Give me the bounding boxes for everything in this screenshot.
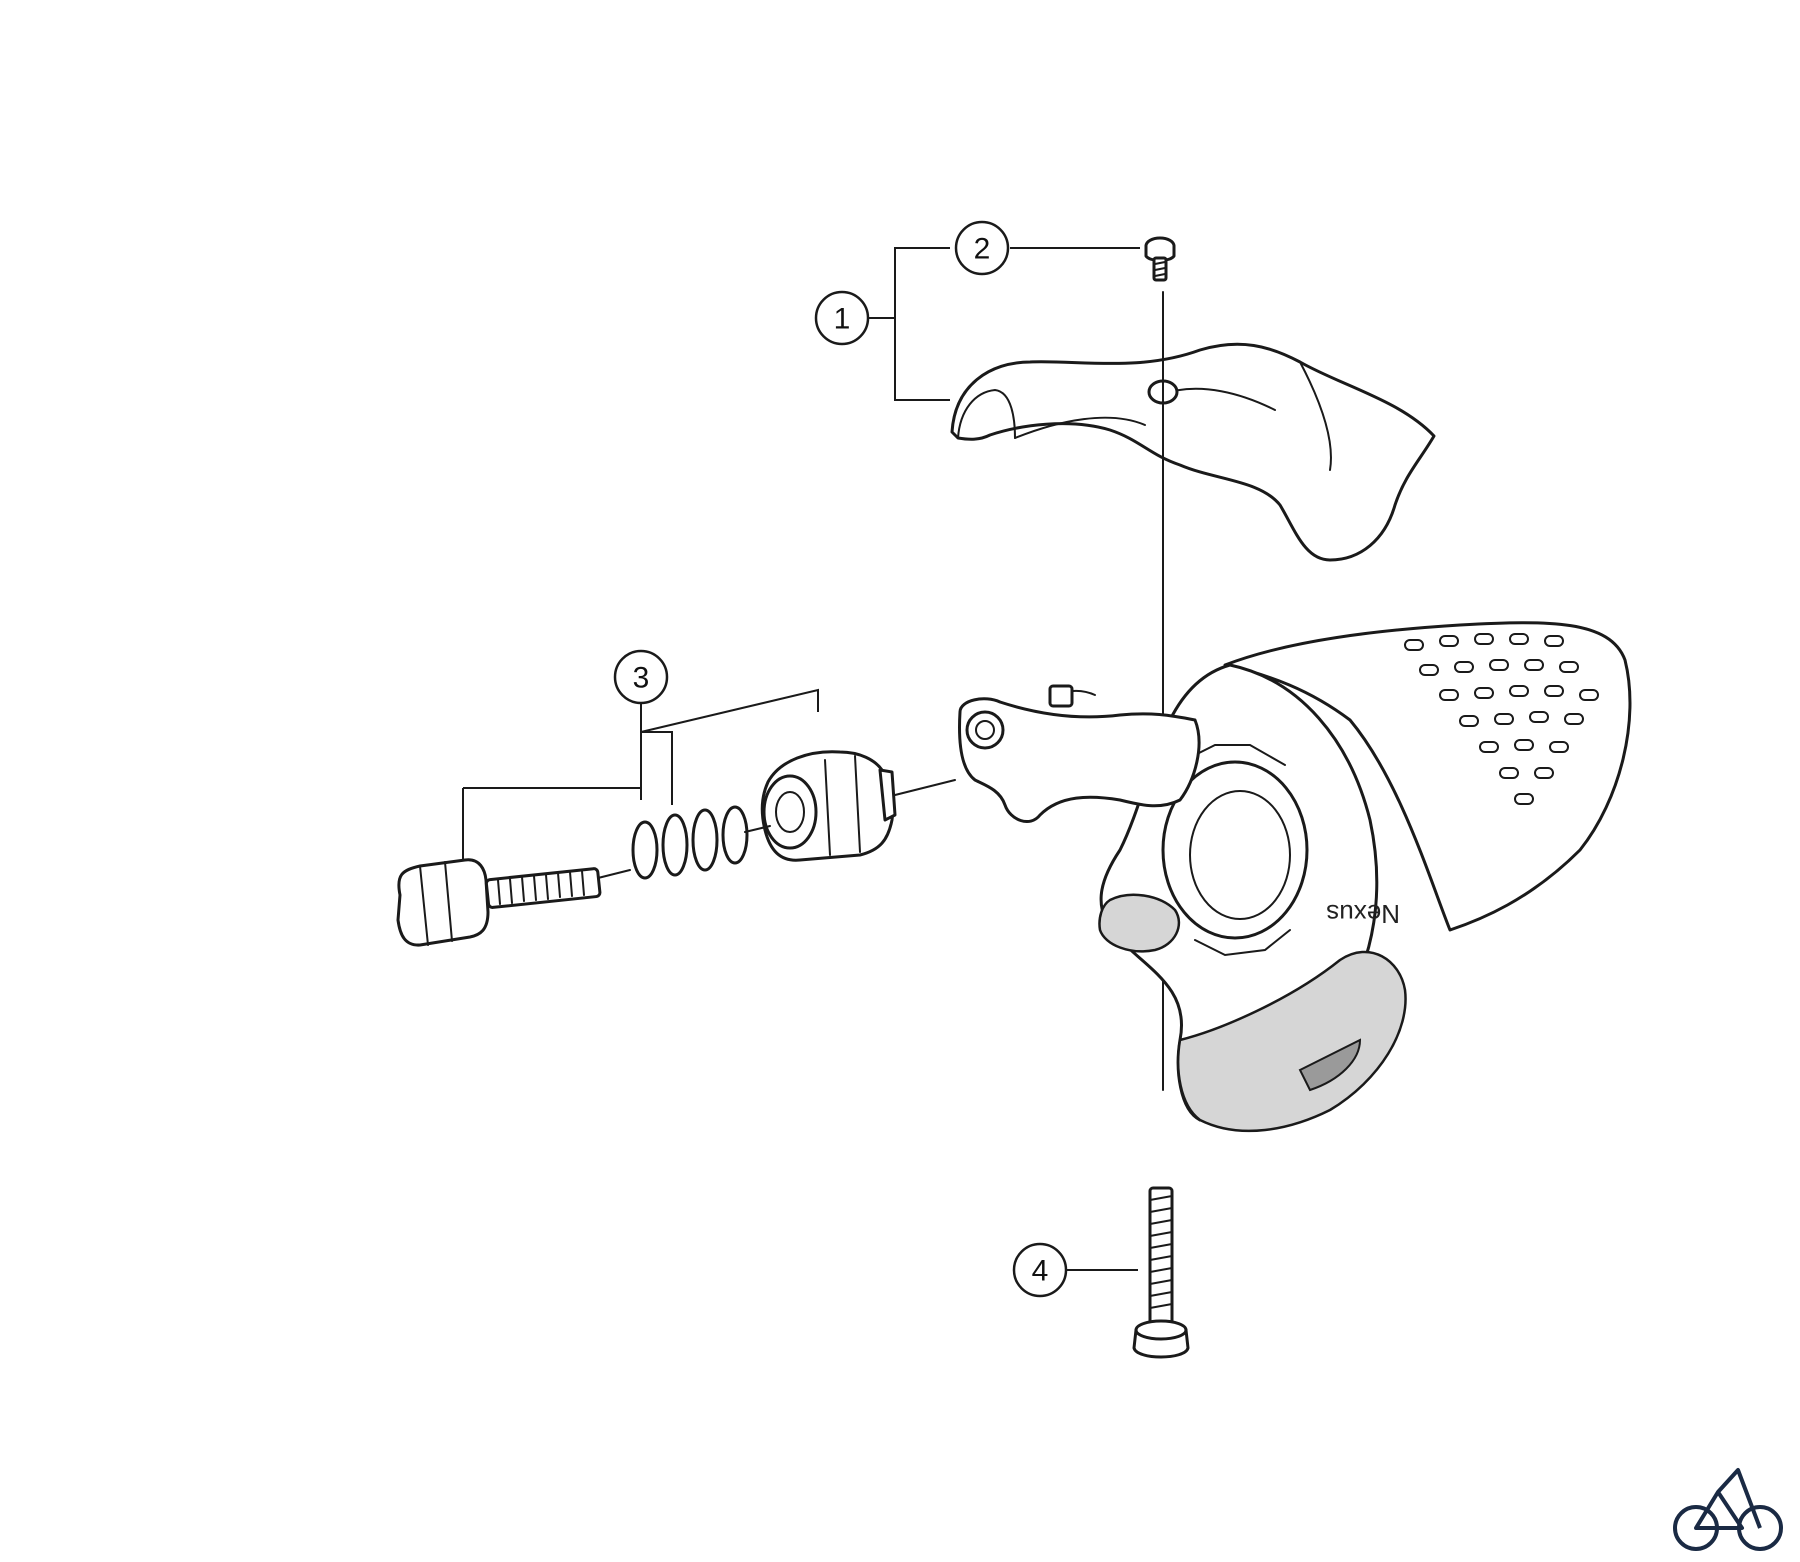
- callout-4: 4: [1012, 1242, 1068, 1298]
- bicycle-icon: [1673, 1468, 1783, 1551]
- grip-texture: [1404, 633, 1599, 805]
- adjuster-axis-line: [597, 779, 956, 879]
- callout-1-number: 1: [834, 303, 851, 336]
- cover-part: [950, 342, 1436, 562]
- callout-leaders: [462, 247, 1140, 1271]
- brand-label: Nexus: [1326, 899, 1400, 929]
- callout-3-number: 3: [633, 662, 650, 695]
- callout-4-number: 4: [1032, 1255, 1049, 1288]
- callout-2: 2: [954, 220, 1010, 276]
- barrel-adjuster-part: [760, 750, 897, 862]
- shifter-body-part: Nexus: [958, 621, 1632, 1133]
- cable-adjuster-set: [396, 750, 956, 947]
- cover-screw-part: [1144, 236, 1176, 282]
- spring-part: [631, 805, 749, 880]
- callout-1: 1: [814, 290, 870, 346]
- callout-2-number: 2: [974, 233, 991, 266]
- callout-3: 3: [613, 649, 669, 705]
- adjuster-bolt-part: [396, 858, 602, 947]
- clamp-bolt-part: [1132, 1186, 1190, 1359]
